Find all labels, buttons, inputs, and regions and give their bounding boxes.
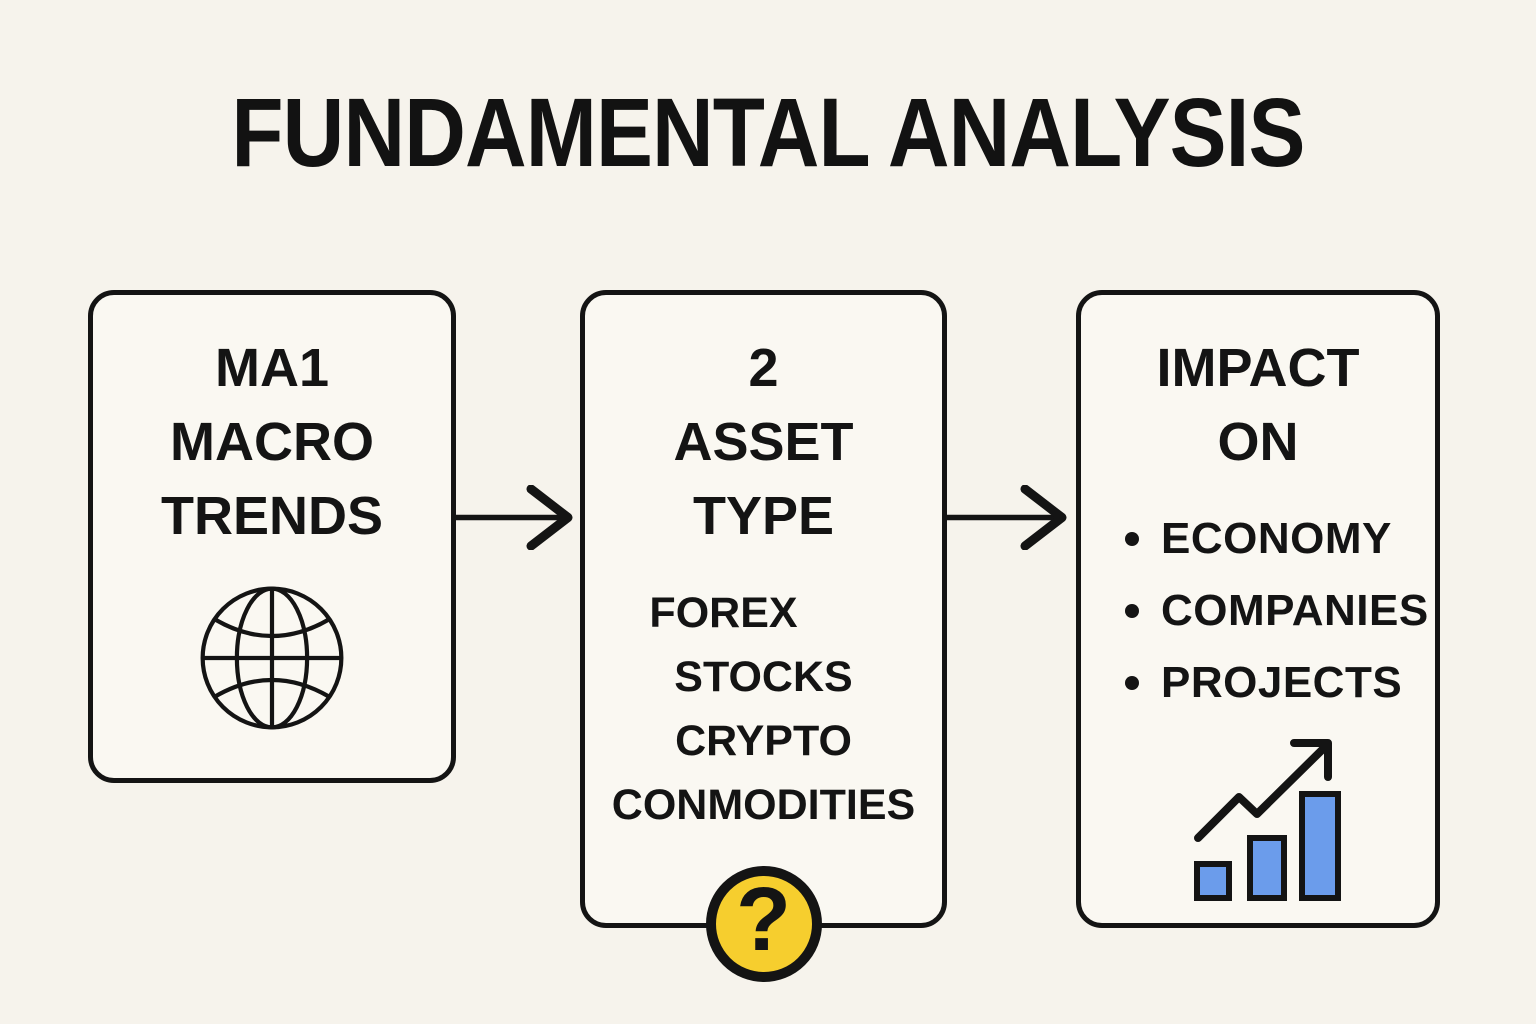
page-title: FUNDAMENTAL ANALYSIS (231, 78, 1305, 187)
asset-list-item: FOREX (649, 589, 798, 637)
heading-line: 2 (748, 338, 779, 398)
asset-list-item: STOCKS (674, 653, 853, 701)
bullet-label: ECONOMY (1161, 514, 1392, 563)
impact-on-box: IMPACT ON ECONOMY COMPANIES PROJECTS (1076, 290, 1440, 928)
heading-line: MA1 (214, 338, 329, 398)
growth-chart-icon (1194, 739, 1341, 901)
bullet-item: PROJECTS (1125, 647, 1435, 719)
arrow-right-icon (455, 485, 573, 550)
bullet-dot (1125, 532, 1139, 546)
impact-on-heading: IMPACT ON (1081, 331, 1435, 479)
impact-bullet-list: ECONOMY COMPANIES PROJECTS (1081, 503, 1435, 719)
question-badge: ? (705, 866, 822, 982)
bullet-dot (1125, 604, 1139, 618)
bullet-item: ECONOMY (1125, 503, 1435, 575)
bullet-label: PROJECTS (1161, 658, 1403, 707)
asset-list-item: CONMODITIES (611, 781, 916, 829)
bullet-label: COMPANIES (1161, 586, 1429, 635)
heading-line: TRENDS (160, 486, 383, 546)
heading-line: TYPE (692, 486, 835, 546)
heading-line: MACRO (170, 412, 374, 472)
bullet-dot (1125, 676, 1139, 690)
asset-type-box: 2 ASSET TYPE FOREX STOCKS CRYPTO CONMODI… (580, 290, 947, 982)
asset-list: FOREX STOCKS CRYPTO CONMODITIES (585, 581, 942, 837)
heading-line: IMPACT (1156, 338, 1360, 398)
arrow-right-icon (947, 485, 1067, 550)
question-mark: ? (736, 870, 791, 970)
macro-trends-box: MA1 MACRO TRENDS (88, 290, 456, 783)
globe-icon (200, 586, 344, 730)
macro-trends-heading: MA1 MACRO TRENDS (93, 331, 451, 553)
bullet-item: COMPANIES (1125, 575, 1435, 647)
heading-line: ON (1217, 412, 1299, 472)
heading-line: ASSET (673, 412, 854, 472)
asset-list-item: CRYPTO (675, 717, 852, 765)
asset-type-heading: 2 ASSET TYPE (585, 331, 942, 553)
